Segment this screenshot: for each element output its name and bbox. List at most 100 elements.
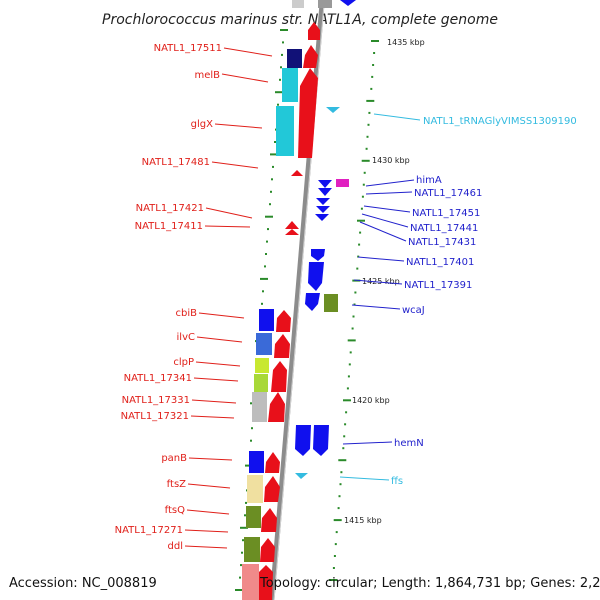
gene-block-NATL1_17511[interactable] (287, 49, 302, 68)
gene-arrow-himA[interactable] (318, 180, 332, 188)
gene-arrow[interactable] (260, 538, 275, 562)
gene-label[interactable]: ftsQ (165, 505, 185, 516)
scale-tick (265, 253, 267, 255)
gene-label[interactable]: NATL1_17401 (406, 257, 474, 268)
gene-label[interactable]: ddl (168, 541, 183, 552)
gene-label[interactable]: NATL1_17421 (136, 203, 204, 214)
gene-arrow[interactable] (261, 508, 277, 532)
gene-label[interactable]: ilvC (177, 332, 195, 343)
scale-tick (373, 52, 376, 54)
scale-tick (337, 507, 340, 510)
gene-label[interactable]: NATL1_tRNAGlyVIMSS1309190 (423, 116, 577, 127)
left-labels: NATL1_17511 melB glgX NATL1_17481 NATL1_… (115, 43, 222, 552)
gene-label[interactable]: hemN (394, 438, 424, 449)
gene-arrow[interactable] (340, 0, 356, 6)
gene-block-glgX[interactable] (276, 106, 294, 156)
gene-arrow-NATL1_17401[interactable] (311, 249, 325, 261)
scale-tick (241, 551, 243, 554)
gene-label[interactable]: NATL1_17271 (115, 525, 183, 536)
scale-tick (363, 171, 366, 174)
scale-tick (343, 399, 351, 402)
scale-tick (338, 459, 347, 462)
scale-tick (366, 99, 375, 102)
gene-label[interactable]: NATL1_17411 (135, 221, 203, 232)
gene-arrow[interactable] (258, 565, 273, 600)
gene-arrow-hemN[interactable] (295, 425, 311, 456)
gene-label[interactable]: ftsZ (167, 479, 186, 490)
scale-tick (372, 64, 375, 66)
gene-label[interactable]: NATL1_17441 (410, 223, 478, 234)
gene-label[interactable]: NATL1_17431 (408, 237, 476, 248)
gene-arrow[interactable] (274, 334, 290, 358)
gene-block-clpP[interactable] (255, 358, 269, 373)
gene-label[interactable]: panB (161, 453, 187, 464)
gene-label[interactable]: NATL1_17511 (154, 43, 222, 54)
scale-tick (368, 111, 371, 114)
scale-tick (270, 153, 278, 156)
gene-block-cbiB[interactable] (259, 309, 274, 331)
gene-arrow-small[interactable] (285, 229, 299, 235)
gene-arrow[interactable] (276, 310, 291, 332)
gene-arrow[interactable] (271, 361, 287, 392)
gene-arrow-NATL1_17391[interactable] (308, 262, 324, 291)
gene-arrow[interactable] (264, 476, 280, 502)
gene-arrow-hemN-2[interactable] (313, 425, 329, 456)
scale-tick (240, 526, 248, 529)
gene-label[interactable]: melB (194, 70, 220, 81)
gene-label[interactable]: clpP (173, 357, 194, 368)
scale-tick (333, 555, 336, 557)
scale-tick (274, 141, 276, 143)
gene-label[interactable]: himA (416, 175, 442, 186)
gene-arrow-NATL1_17461[interactable] (318, 188, 332, 196)
gene-arrow-NATL1_17441[interactable] (316, 206, 330, 213)
gene-label[interactable]: NATL1_17391 (404, 280, 472, 291)
gene-block-himA[interactable] (336, 179, 349, 187)
scale-tick (242, 539, 244, 542)
scale-tick (371, 75, 374, 78)
gene-label[interactable]: NATL1_17331 (122, 395, 190, 406)
gene-label[interactable]: NATL1_17461 (414, 188, 482, 199)
scale-tick (282, 41, 284, 44)
gene-arrow[interactable] (268, 392, 285, 422)
gene-label[interactable]: glgX (191, 119, 213, 130)
gene-label[interactable]: NATL1_17321 (121, 411, 189, 422)
gene-block-wcaJ[interactable] (324, 294, 338, 312)
gene-arrow[interactable] (265, 452, 280, 473)
gene-block-melB[interactable] (282, 68, 298, 102)
gene-arrow-small[interactable] (285, 221, 299, 229)
gene-block-NATL1_17341[interactable] (254, 374, 268, 392)
scale-tick (354, 291, 357, 294)
scale-tick (367, 123, 370, 126)
gene-block[interactable] (292, 0, 304, 8)
gene-block-ftsZ[interactable] (247, 475, 263, 503)
gene-arrow-melB-glgX[interactable] (298, 68, 318, 158)
gene-label[interactable]: wcaJ (402, 305, 425, 316)
gene-label[interactable]: ffs (391, 476, 403, 487)
gene-arrow-small[interactable] (291, 170, 303, 176)
gene-block[interactable] (242, 564, 259, 600)
gene-arrow-wcaJ[interactable] (305, 293, 320, 311)
scale-tick (260, 277, 268, 280)
gene-block-ftsQ[interactable] (246, 506, 261, 528)
scale-tick (357, 219, 365, 222)
trna-arrow[interactable] (326, 107, 340, 113)
gene-label[interactable]: NATL1_17451 (412, 208, 480, 219)
scale-tick (362, 183, 365, 186)
gene-label[interactable]: NATL1_17481 (142, 157, 210, 168)
ffs-arrow[interactable] (295, 473, 308, 479)
gene-arrow-NATL1_17431[interactable] (315, 214, 329, 221)
gene-block-NATL1_17331[interactable] (252, 392, 267, 422)
gene-arrow-NATL1_17451[interactable] (316, 198, 330, 205)
gene-block-ilvC[interactable] (256, 333, 272, 355)
gene-block-ddl[interactable] (244, 537, 260, 562)
gene-label[interactable]: NATL1_17341 (124, 373, 192, 384)
scale-tick (361, 159, 370, 162)
gene-arrow[interactable] (308, 22, 320, 40)
scale-tick (269, 203, 271, 206)
gene-block[interactable] (318, 0, 332, 8)
scale-tick (270, 190, 272, 193)
gene-block-panB[interactable] (249, 451, 264, 473)
gene-arrow[interactable] (303, 45, 318, 68)
gene-label[interactable]: cbiB (176, 308, 198, 319)
scale-tick (352, 315, 355, 318)
